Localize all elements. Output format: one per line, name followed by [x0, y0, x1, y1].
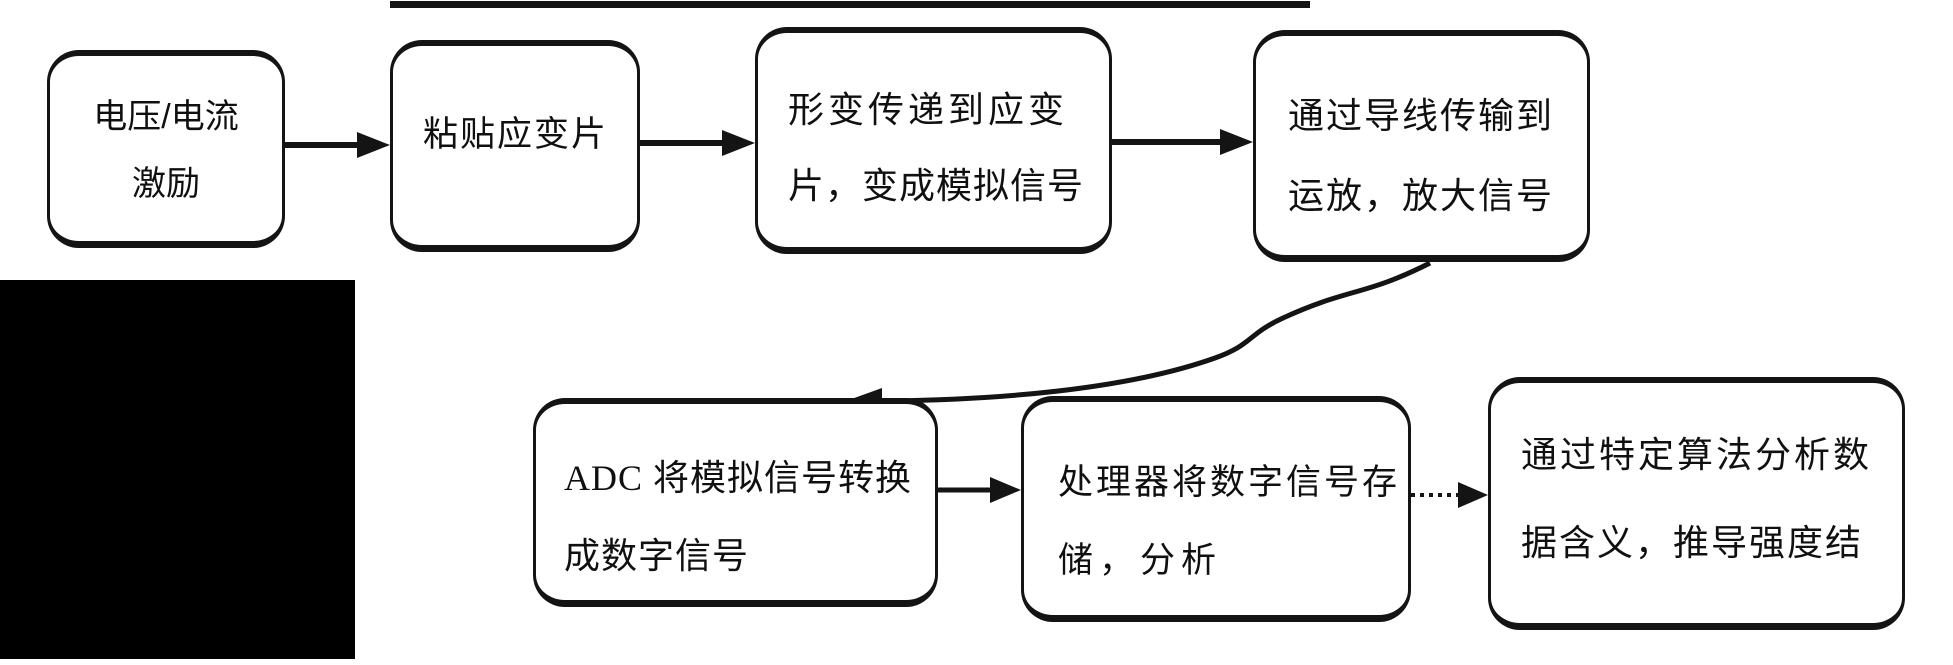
redaction-block: [0, 280, 355, 659]
top-rule-line: [390, 1, 1310, 8]
box-text-line: 储，分析: [1058, 541, 1223, 580]
box-text-line: 通过导线传输到: [1288, 96, 1555, 136]
box-text-line: 成数字信号: [564, 536, 750, 576]
arrow-deformation-to-opamp: [1112, 129, 1253, 155]
arrow-adc-to-processor: [938, 477, 1021, 503]
flow-box-excitation: 电压/电流 激励: [47, 50, 285, 248]
s-curve-opamp-to-adc: [846, 260, 1432, 414]
flow-box-processor-storage: 处理器将数字信号存 储，分析: [1021, 396, 1411, 622]
box-text-line: ADC 将模拟信号转换: [564, 458, 913, 498]
box-text-line: 片，变成模拟信号: [788, 166, 1085, 206]
box-text-line: 形变传递到应变: [788, 90, 1069, 130]
arrow-excitation-to-gauge: [285, 132, 390, 158]
dotted-arrow-processor-to-algorithm: [1411, 482, 1488, 508]
box-text-line: 电压/电流: [93, 98, 239, 136]
flow-box-deformation-to-analog: 形变传递到应变 片，变成模拟信号: [755, 27, 1112, 254]
flow-box-wire-to-opamp: 通过导线传输到 运放，放大信号: [1253, 30, 1590, 262]
box-text-line: 据含义，推导强度结: [1521, 523, 1864, 563]
box-text-line: 激励: [132, 165, 200, 203]
box-text-line: 运放，放大信号: [1288, 176, 1555, 216]
box-text-line: 通过特定算法分析数: [1521, 435, 1873, 475]
flow-box-algorithm-analysis: 通过特定算法分析数 据含义，推导强度结: [1488, 377, 1905, 630]
arrow-gauge-to-deformation: [640, 130, 755, 156]
flow-box-paste-strain-gauge: 粘贴应变片: [390, 40, 640, 252]
box-text-line: 粘贴应变片: [423, 115, 609, 154]
flow-box-adc-conversion: ADC 将模拟信号转换 成数字信号: [533, 398, 938, 607]
box-text-line: 处理器将数字信号存: [1058, 463, 1401, 502]
